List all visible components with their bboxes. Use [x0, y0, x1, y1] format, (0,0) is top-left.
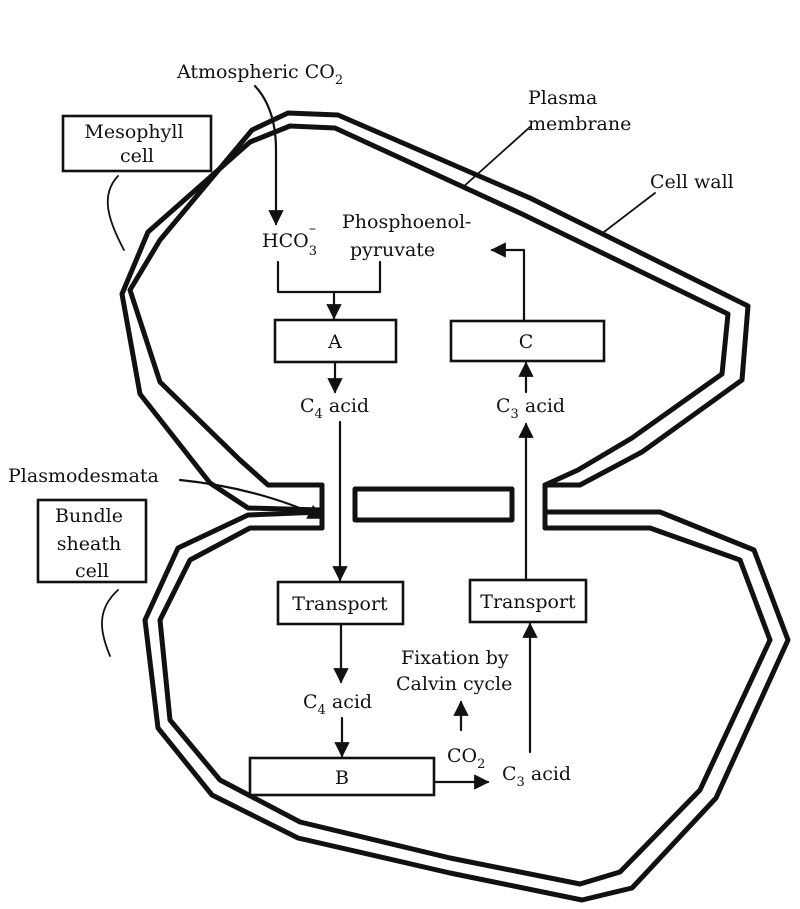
bundle-sheath-plasma-membrane [142, 509, 791, 903]
plasma-membrane-leader [461, 126, 531, 189]
cell-wall-label: Cell wall [650, 171, 734, 193]
box-b-label: B [335, 767, 349, 789]
substrate-bracket [276, 260, 382, 294]
mesophyll-leader [106, 175, 125, 251]
fixation-label: Fixation by Calvin cycle [396, 647, 515, 695]
c4-acid-top-label: C4 acid [300, 395, 369, 422]
c-to-pep-arrow [490, 242, 526, 322]
plasmodesmata-leader [178, 478, 324, 520]
c3-acid-top-label: C3 acid [496, 395, 565, 422]
atmospheric-co2-label: Atmospheric CO2 [176, 61, 343, 88]
box-b [248, 756, 436, 797]
hco3-label: HCO3– [262, 221, 317, 259]
cell-wall-leader [603, 192, 656, 233]
box-a-label: A [327, 331, 342, 353]
box-transport-right-label: Transport [480, 591, 576, 613]
box-transport-right [468, 578, 588, 624]
plasmodesmata-center-plug [352, 486, 515, 523]
atmospheric-co2-arrow [253, 84, 284, 226]
box-c-label: C [519, 331, 534, 353]
plasma-membrane-label: Plasma membrane [528, 87, 631, 135]
mesophyll-label-box [61, 114, 213, 173]
mesophyll-outer-wall [127, 110, 751, 488]
bundle-sheath-outer-wall [157, 525, 773, 887]
box-c [449, 319, 606, 363]
bundle-sheath-label-box [36, 498, 148, 584]
mesophyll-cell-label: Mesophyll cell [84, 121, 189, 167]
c4-acid-bottom-label: C4 acid [303, 691, 372, 718]
box-transport-left [276, 580, 405, 626]
pep-label: Phosphoenol- pyruvate [342, 211, 478, 261]
plasmodesmata-label: Plasmodesmata [8, 465, 159, 487]
c3-acid-bottom-label: C3 acid [502, 763, 571, 790]
co2-bottom-label: CO2 [447, 745, 485, 772]
box-transport-left-label: Transport [292, 593, 388, 615]
bundle-sheath-leader [101, 589, 119, 657]
mesophyll-plasma-membrane [119, 123, 731, 513]
bundle-sheath-cell-label: Bundle sheath cell [55, 505, 129, 582]
